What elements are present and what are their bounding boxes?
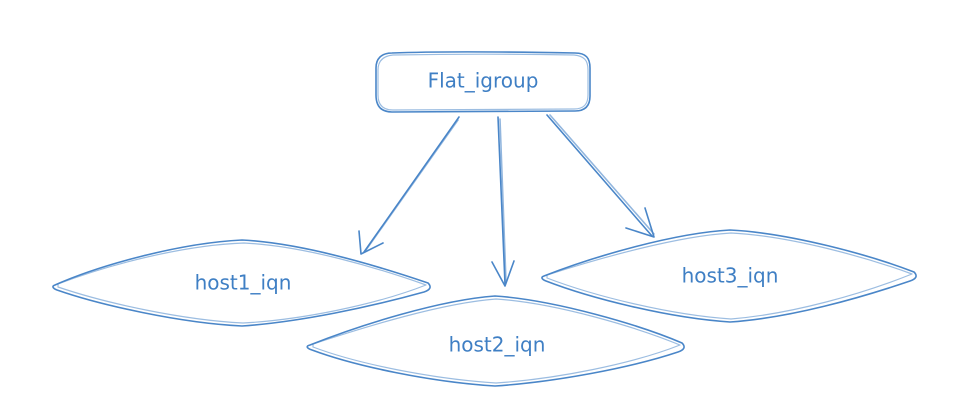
node-host1-iqn[interactable]: host1_iqn xyxy=(52,239,431,327)
edge-flat-igroup-to-host3 xyxy=(546,114,655,238)
arrowhead-host2 xyxy=(491,260,515,287)
node-label-host2-iqn: host2_iqn xyxy=(449,333,546,357)
node-host3-iqn[interactable]: host3_iqn xyxy=(541,229,917,323)
edge-flat-igroup-to-host2 xyxy=(491,116,515,287)
node-label-flat-igroup: Flat_igroup xyxy=(428,69,539,93)
node-host2-iqn[interactable]: host2_iqn xyxy=(306,295,685,387)
arrowhead-host3 xyxy=(625,207,655,238)
arrowhead-host1 xyxy=(358,230,384,255)
edge-flat-igroup-to-host1 xyxy=(358,116,460,255)
node-label-host1-iqn: host1_iqn xyxy=(195,271,292,295)
node-flat-igroup[interactable]: Flat_igroup xyxy=(375,51,591,113)
node-label-host3-iqn: host3_iqn xyxy=(682,264,779,288)
